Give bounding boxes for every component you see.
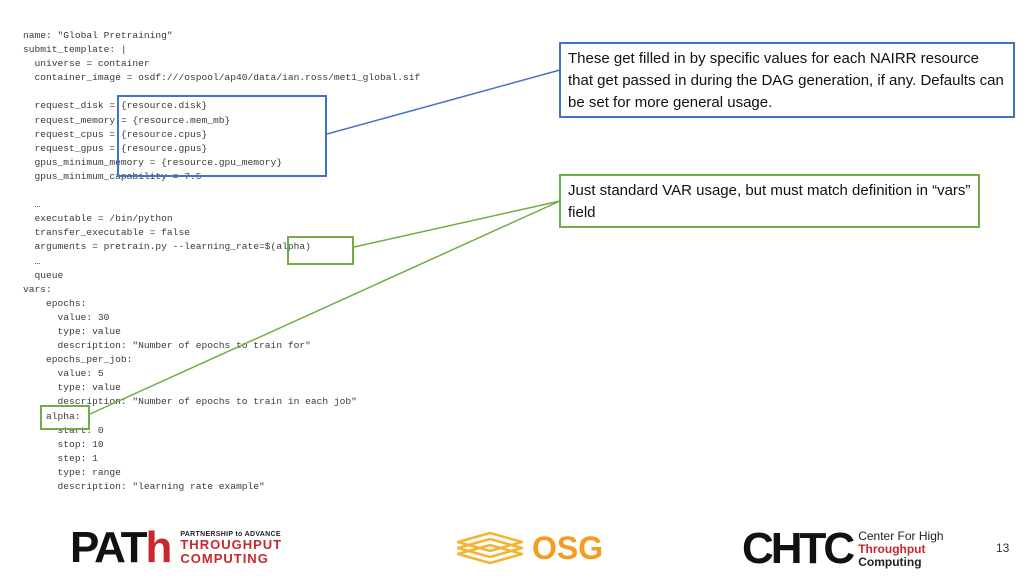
- osg-logo: OSG: [452, 528, 603, 568]
- path-tagline-small: PARTNERSHIP to ADVANCE: [180, 530, 281, 538]
- code-line: queue: [23, 269, 64, 281]
- path-tagline-line1: THROUGHPUT: [180, 536, 283, 552]
- code-line: start: 0: [23, 424, 104, 436]
- chtc-wordmark: CHTC: [742, 524, 855, 573]
- code-line: submit_template: |: [23, 44, 127, 56]
- code-line: step: 1: [23, 452, 98, 464]
- code-line: request_cpus = {resource.cpus}: [23, 128, 208, 140]
- resource-callout-text: These get filled in by specific values f…: [568, 50, 1004, 111]
- code-line: description: "Number of epochs to train …: [23, 396, 357, 408]
- code-line: epochs_per_job:: [23, 354, 133, 366]
- code-line: arguments = pretrain.py --learning_rate=…: [23, 241, 311, 253]
- code-line: …: [23, 255, 41, 267]
- code-line: transfer_executable = false: [23, 227, 190, 239]
- chtc-tagline-line2: Throughput: [858, 541, 926, 556]
- vars-callout: Just standard VAR usage, but must match …: [559, 174, 980, 228]
- code-line: epochs:: [23, 297, 87, 309]
- code-line: …: [23, 199, 41, 211]
- code-line: value: 5: [23, 368, 104, 380]
- chtc-tagline-line3: Computing: [858, 554, 922, 569]
- vars-callout-text: Just standard VAR usage, but must match …: [568, 182, 971, 221]
- code-line: container_image = osdf:///ospool/ap40/da…: [23, 72, 421, 84]
- code-line: gpus_minimum_memory = {resource.gpu_memo…: [23, 156, 283, 168]
- chtc-logo: CHTC Center For High Throughput Computin…: [742, 524, 944, 573]
- alpha-argument-connector-line: [353, 200, 561, 248]
- code-line: type: range: [23, 466, 121, 478]
- resource-highlight-box: [117, 95, 327, 177]
- code-line: stop: 10: [23, 438, 104, 450]
- alpha-argument-highlight-box: [287, 236, 354, 265]
- code-line: alpha:: [23, 410, 81, 422]
- resource-connector-line: [326, 69, 561, 135]
- code-line: type: value: [23, 325, 121, 337]
- code-line: type: value: [23, 382, 121, 394]
- page-number: 13: [996, 541, 1010, 555]
- path-tagline-line2: COMPUTING: [180, 550, 269, 566]
- code-line: executable = /bin/python: [23, 213, 173, 225]
- chtc-tagline-line1: Center For High: [858, 528, 944, 543]
- code-line: universe = container: [23, 58, 150, 70]
- osg-hexagon-icon: [456, 531, 524, 565]
- yaml-code-block: name: "Global Pretraining" submit_templat…: [23, 29, 420, 494]
- osg-wordmark: OSG: [532, 529, 604, 566]
- code-line: description: "learning rate example": [23, 481, 265, 492]
- resource-callout: These get filled in by specific values f…: [559, 42, 1015, 118]
- code-line: request_disk = {resource.disk}: [23, 100, 208, 112]
- path-logo: PATh PARTNERSHIP to ADVANCE THROUGHPUT C…: [70, 523, 283, 572]
- code-line: vars:: [23, 283, 52, 295]
- alpha-var-highlight-box: [40, 405, 90, 430]
- code-line: value: 30: [23, 311, 110, 323]
- code-line: request_gpus = {resource.gpus}: [23, 142, 208, 154]
- alpha-var-connector-line: [89, 200, 561, 415]
- code-line: name: "Global Pretraining": [23, 30, 173, 41]
- code-line: request_memory = {resource.mem_mb}: [23, 114, 231, 126]
- path-wordmark: PATh: [70, 523, 172, 572]
